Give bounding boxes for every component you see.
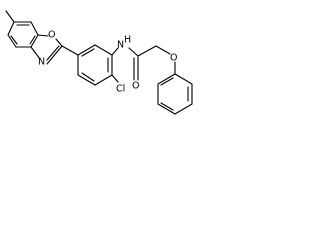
bond [157,103,176,115]
bond [30,34,39,48]
bond-biaryl [61,45,79,56]
bond [7,34,17,48]
bond-c-n [111,47,119,56]
bond [37,34,49,37]
bond-double-inner [81,48,95,57]
atom-o-ether: O [170,53,177,64]
bond-double [46,45,60,61]
bond [46,45,63,65]
bond-double-inner [160,77,174,86]
phenoxy-ring [157,73,193,115]
atom-o-carbonyl: O [132,81,139,92]
bond [30,46,41,60]
bond [77,44,96,56]
bond [94,44,113,56]
bond-ch2-o [155,45,171,55]
bond [157,73,176,85]
bond-double-inner [81,72,95,82]
atom-o-oxazole: O [48,30,55,41]
oxazole-ring [30,34,63,65]
bond-double-inner [29,35,36,45]
atom-n-amide: N [117,40,124,51]
atom-n-oxazole: N [38,57,45,68]
bond [77,74,96,86]
bond-double-inner [10,35,18,45]
bond-double-inner [160,102,174,111]
bond [94,74,113,86]
bond [7,21,15,36]
bond [55,38,63,47]
bond-c-ch2 [137,45,157,57]
bond-n-c [128,47,139,57]
chlorophenyl-ring [77,44,113,86]
benzoxazole-benzo-ring [7,21,39,48]
atom-cl: Cl [116,84,125,95]
bond-methyl [5,10,15,23]
bond [174,103,193,115]
chemical-structure: O N N H Cl O O [5,10,193,115]
bond [174,73,193,85]
bond-c-cl [111,74,119,83]
bond [30,21,39,36]
atom-h-amide: H [124,35,131,46]
